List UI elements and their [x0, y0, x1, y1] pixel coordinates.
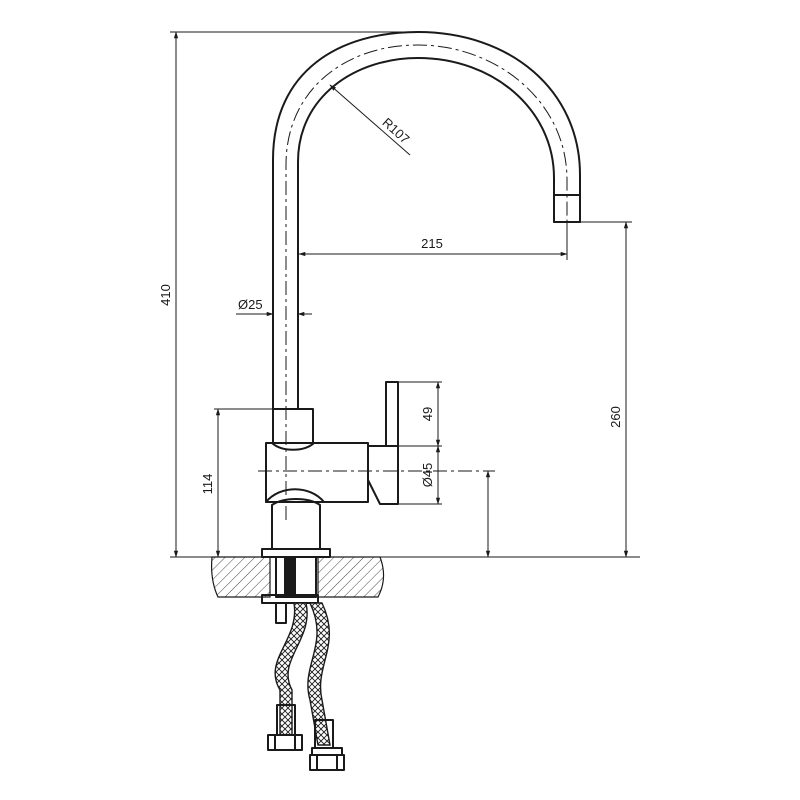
spout-tube	[272, 31, 581, 410]
hose-left-nut	[267, 734, 303, 751]
countertop	[170, 556, 640, 598]
label-outlet-height: 260	[608, 406, 623, 428]
label-pipe-diameter: Ø25	[238, 297, 263, 312]
dimension-labels: 410 114 260 49 Ø45 215 Ø25 R107	[158, 115, 623, 495]
hose-right	[307, 602, 331, 746]
label-handle-height: 49	[420, 407, 435, 421]
body-upper-curve	[271, 442, 315, 451]
base-column	[271, 498, 321, 550]
mounting-nut	[261, 594, 319, 604]
countertop-left	[211, 556, 271, 598]
mounting-flange	[261, 548, 331, 558]
label-body-diameter: Ø45	[420, 463, 435, 488]
faucet-base	[271, 498, 321, 550]
cartridge-housing	[367, 445, 399, 505]
countertop-right	[317, 556, 385, 598]
spout-lower-joint	[272, 408, 314, 444]
faucet-body	[265, 381, 399, 505]
dim-line-bend-radius	[329, 84, 411, 156]
label-bend-radius: R107	[379, 115, 412, 147]
hose-right-collar	[311, 747, 343, 756]
label-body-height: 114	[200, 474, 215, 495]
label-spout-reach: 215	[421, 236, 443, 251]
hose-right-nut	[309, 754, 345, 771]
mounting-assembly	[261, 548, 331, 624]
spout-centerline	[285, 44, 568, 520]
label-total-height: 410	[158, 284, 173, 306]
body-lower-curve	[265, 488, 325, 503]
center-lines	[258, 44, 568, 520]
body-cylinder	[265, 442, 369, 503]
dimension-lines	[173, 31, 629, 558]
lever-handle	[385, 381, 399, 447]
extension-lines	[170, 31, 632, 505]
supply-hoses	[267, 602, 345, 771]
threaded-rod	[284, 557, 296, 597]
rod-end	[275, 602, 287, 624]
